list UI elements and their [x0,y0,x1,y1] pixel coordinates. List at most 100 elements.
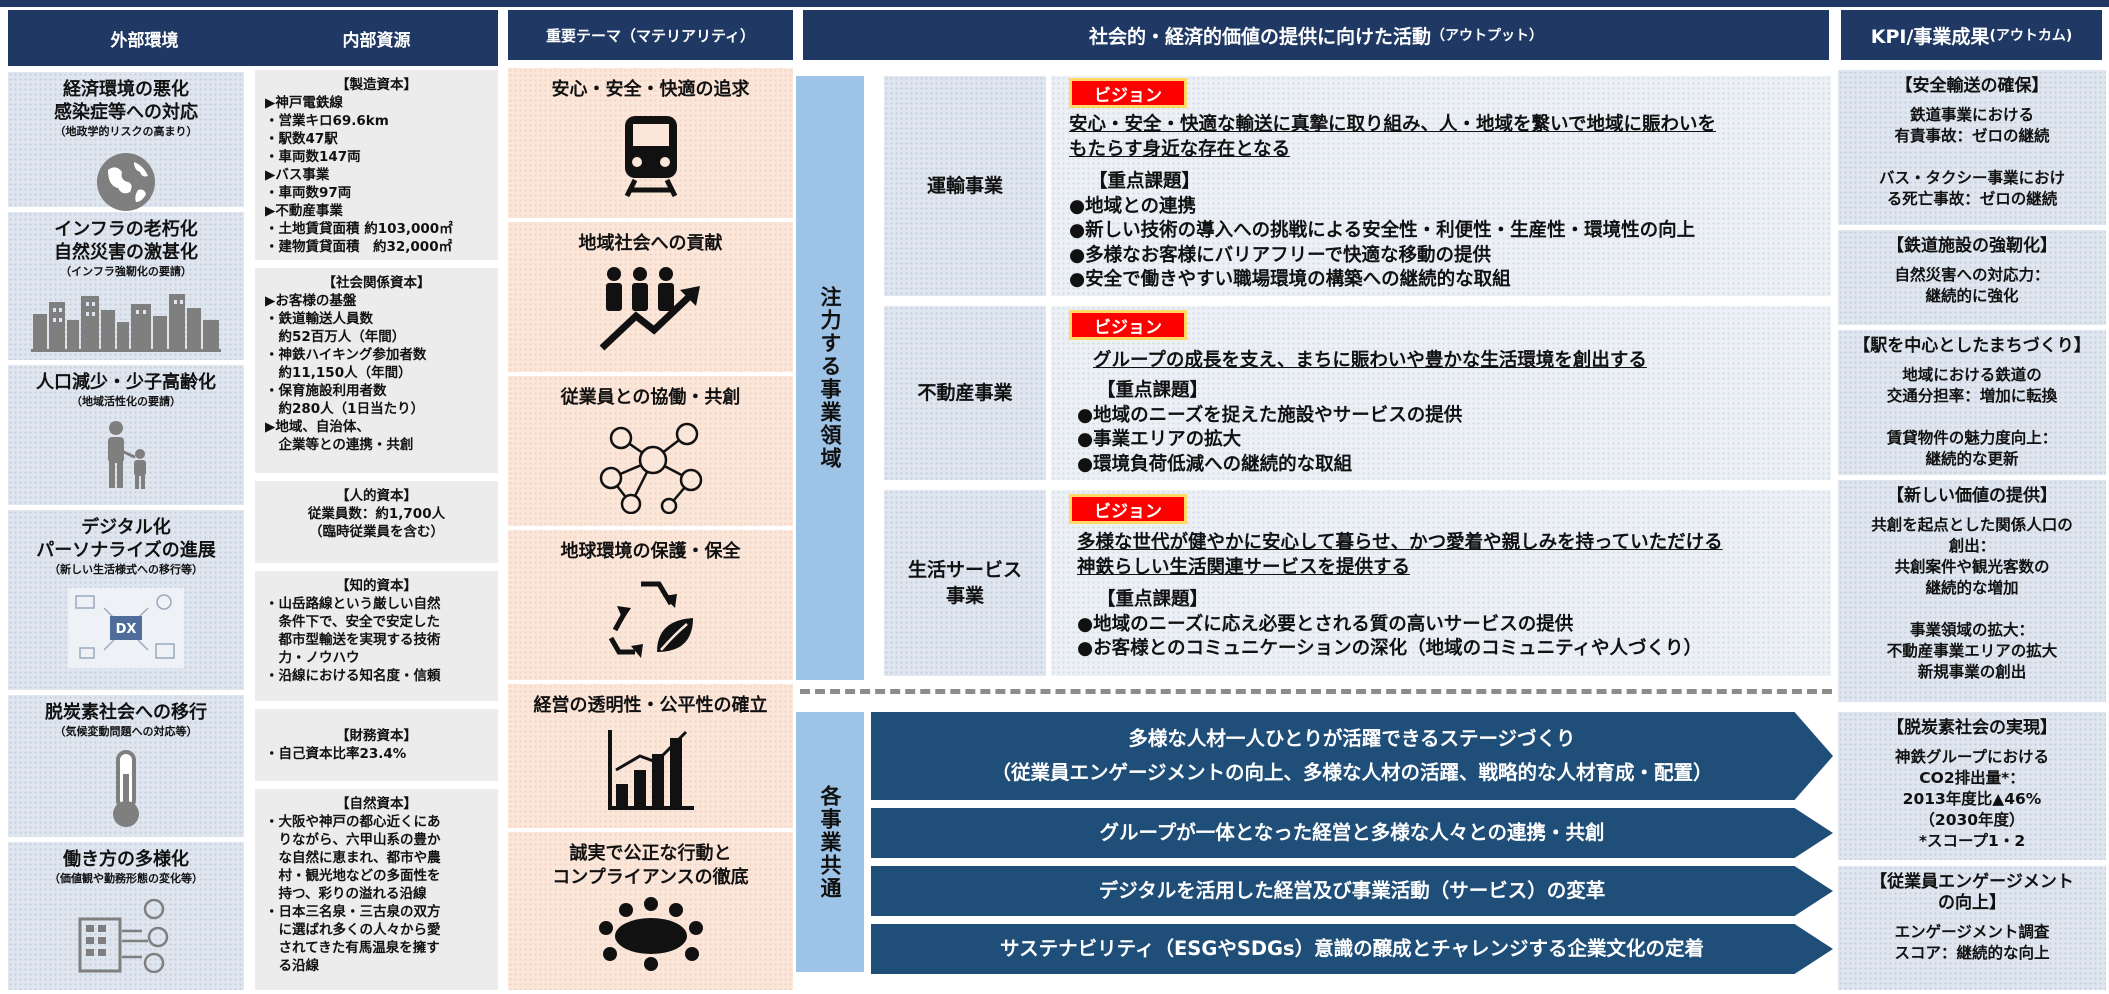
kpi-body: 地域における鉄道の 交通分担率：増加に転換 賃貸物件の魅力度向上： 継続的な更新 [1886,366,2058,468]
resource-manufactured: 【製造資本】 ▶神戸電鉄線 ・営業キロ69.6km ・駅数47駅 ・車両数147… [255,70,498,260]
header-internal: 内部資源 [255,10,498,66]
external-subtitle: （インフラ強靭化の要請） [60,265,192,278]
issue-item: ●安全で働きやすい職場環境の構築への継続的な取組 [1069,269,1511,290]
common-activity-arrow: 多様な人材一人ひとりが活躍できるステージづくり （従業員エンゲージメントの向上、… [871,712,1833,800]
resource-social: 【社会関係資本】 ▶お客様の基盤 ・鉄道輸送人員数 約52百万人（年間） ・神鉄… [255,268,498,473]
vision-text: 多様な世代が健やかに安心して暮らせ、かつ愛着や親しみを持っていただける 神鉄らし… [1077,532,1723,578]
resource-heading: 【財務資本】 [336,728,417,744]
external-title: 働き方の多様化 [63,849,189,870]
resource-natural: 【自然資本】 ・大阪や神戸の都心近くにあ りながら、六甲山系の豊か な自然に恵ま… [255,789,498,990]
issue-item: ●お客様とのコミュニケーションの深化（地域のコミュニティや人づくり） [1077,638,1702,659]
header-kpi: KPI/事業成果(アウトカム) [1841,10,2102,60]
external-subtitle: （地政学的リスクの高まり） [54,125,198,138]
materiality-item: 地球環境の保護・保全 [508,530,793,680]
kpi-item: 【鉄道施設の強靭化】 自然災害への対応力： 継続的に強化 [1838,230,2106,325]
external-item: デジタル化 パーソナライズの進展 （新しい生活様式への移行等） DX [8,510,244,690]
common-activity-arrow: グループが一体となった経営と多様な人々との連携・共創 [871,808,1833,858]
issue-item: ●環境負荷低減への継続的な取組 [1077,453,1353,475]
resource-line: ・駅数47駅 [265,131,338,147]
meeting-table-icon [596,896,706,976]
external-title: デジタル化 パーソナライズの進展 [36,517,216,561]
thermometer-icon [106,750,146,834]
header-materiality: 重要テーマ（マテリアリティ） [508,10,793,60]
resource-line: 力・ノウハウ [265,650,360,666]
common-activity-label: 多様な人材一人ひとりが活躍できるステージづくり （従業員エンゲージメントの向上、… [991,727,1713,784]
resource-line: ▶神戸電鉄線 [265,95,343,111]
resource-line: ・神鉄ハイキング参加者数 [265,347,427,363]
resource-line: されてきた有馬温泉を擁す [265,940,440,956]
resource-line: ・土地賃貸面積 約103,000㎡ [265,221,453,237]
resource-line: 約11,150人（年間） [265,365,412,381]
header-kpi-sub: (アウトカム) [1989,28,2073,44]
kpi-heading: 【脱炭素社会の実現】 [1887,718,2057,738]
common-activity-arrow: サステナビリティ（ESGやSDGs）意識の醸成とチャレンジする企業文化の定着 [871,924,1833,974]
resource-line: ▶お客様の基盤 [265,293,357,309]
parent-child-icon [96,420,156,494]
resource-heading: 【製造資本】 [336,77,417,93]
city-skyline-icon [31,290,221,356]
kpi-heading: 【駅を中心としたまちづくり】 [1853,336,2091,356]
kpi-body: 自然災害への対応力： 継続的に強化 [1894,266,2050,305]
business-name-life-services: 生活サービス 事業 [884,490,1046,676]
external-subtitle: （気候変動問題への対応等） [54,725,198,738]
resource-line: ・山岳路線という厳しい自然 [265,596,441,612]
external-item: 働き方の多様化 （価値観や勤務形態の変化等） [8,842,244,990]
external-item: 人口減少・少子高齢化 （地域活性化の要請） [8,365,244,505]
dx-icon: DX [68,588,184,672]
vision-text: グループの成長を支え、まちに賑わいや豊かな生活環境を創出する [1093,350,1647,371]
resource-line: ▶バス事業 [265,167,330,183]
resource-line: ・沿線における知名度・信頼 [265,668,441,684]
kpi-body: 鉄道事業における 有責事故：ゼロの継続 バス・タクシー事業におけ る死亡事故：ゼ… [1878,106,2065,208]
bar-growth-icon [606,726,696,814]
train-icon [619,110,683,204]
materiality-title: 安心・安全・快適の追求 [551,79,750,100]
materiality-title: 経営の透明性・公平性の確立 [533,695,768,716]
band-common: 各事業共通 [796,712,864,972]
kpi-body: 神鉄グループにおける CO2排出量*： 2013年度比▲46% （2030年度）… [1894,748,2050,850]
common-activity-arrow: デジタルを活用した経営及び事業活動（サービス）の変革 [871,866,1833,916]
resource-line: ・保育施設利用者数 [265,383,387,399]
external-item: インフラの老朽化 自然災害の激甚化 （インフラ強靭化の要請） [8,212,244,360]
resource-line: ▶不動産事業 [265,203,343,219]
issue-item: ●地域のニーズを捉えた施設やサービスの提供 [1077,404,1463,426]
external-subtitle: （地域活性化の要請） [71,395,181,408]
recycle-leaf-icon [601,572,701,666]
resource-heading: 【知的資本】 [336,578,417,594]
resource-heading: 【人的資本】 [336,488,417,504]
kpi-item: 【脱炭素社会の実現】 神鉄グループにおける CO2排出量*： 2013年度比▲4… [1838,712,2106,860]
resource-line: 条件下で、安全で安定した [265,614,440,630]
section-divider [800,689,1832,694]
resource-financial: 【財務資本】 ・自己資本比率23.4% [255,709,498,781]
external-title: 経済環境の悪化 感染症等への対応 [54,79,198,123]
svg-text:DX: DX [116,622,137,637]
vision-text: 安心・安全・快適な輸送に真摯に取り組み、人・地域を繋いで地域に賑わいを もたらす… [1069,114,1716,160]
common-activity-label: グループが一体となった経営と多様な人々との連携・共創 [1099,821,1605,844]
resource-heading: 【自然資本】 [336,796,417,812]
resource-line: 約280人（1日当たり） [265,401,425,417]
business-name-label: 不動産事業 [917,382,1013,404]
materiality-item: 経営の透明性・公平性の確立 [508,684,793,828]
header-external: 外部環境 [8,10,281,66]
resource-line: な自然に恵まれ、都市や農 [265,850,441,866]
resource-line: ・車両数147両 [265,149,361,165]
top-bar [0,0,2109,7]
resource-line: に選ばれ多くの人々から愛 [265,922,441,938]
issue-item: ●地域のニーズに応え必要とされる質の高いサービスの提供 [1077,613,1574,635]
kpi-item: 【安全輸送の確保】 鉄道事業における 有責事故：ゼロの継続 バス・タクシー事業に… [1838,70,2106,225]
resource-line: ▶地域、自治体、 [265,419,370,435]
resource-line: ・大阪や神戸の都心近くにあ [265,814,441,830]
resource-line: 約52百万人（年間） [265,329,406,345]
materiality-item: 誠実で公正な行動と コンプライアンスの徹底 [508,832,793,990]
common-activity-label: サステナビリティ（ESGやSDGs）意識の醸成とチャレンジする企業文化の定着 [1000,937,1704,960]
common-activity-label: デジタルを活用した経営及び事業活動（サービス）の変革 [1098,879,1606,902]
header-kpi-label: KPI/事業成果 [1870,25,1990,48]
kpi-heading: 【鉄道施設の強靭化】 [1887,236,2057,256]
kpi-body: 共創を起点とした関係人口の 創出： 共創案件や観光客数の 継続的な増加 事業領域… [1871,516,2073,681]
resource-line: ・建物賃貸面積 約32,000㎡ [265,239,453,255]
external-title: 脱炭素社会への移行 [45,702,207,723]
resource-line: る沿線 [265,958,319,974]
materiality-title: 従業員との協働・共創 [560,387,741,408]
business-detail-life-services: ビジョン 多様な世代が健やかに安心して暮らせ、かつ愛着や親しみを持っていただける… [1051,490,1831,676]
office-people-icon [76,897,176,977]
kpi-body: エンゲージメント調査 スコア：継続的な向上 [1894,923,2050,962]
